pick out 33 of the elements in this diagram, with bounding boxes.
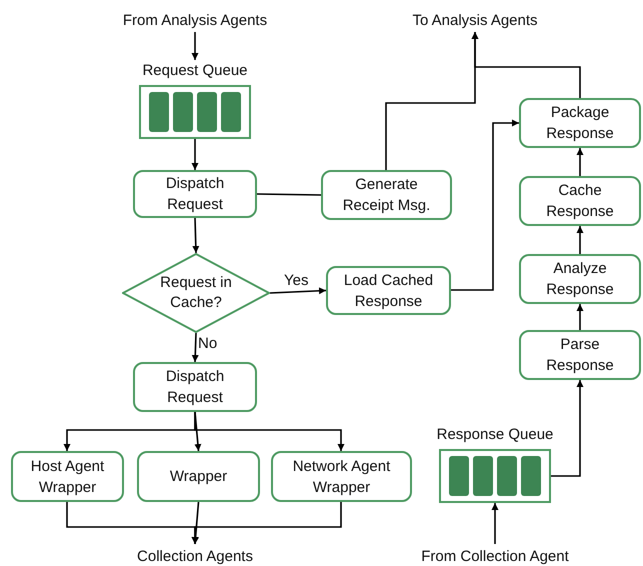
arrow: [576, 148, 584, 176]
arrow: [576, 226, 584, 254]
arrow: [192, 32, 198, 60]
arrow: [551, 380, 584, 477]
arrow: [492, 503, 498, 544]
flow-label: From Analysis Agents: [110, 8, 280, 32]
process-box: Generate Receipt Msg.: [321, 170, 452, 220]
arrow: [472, 32, 581, 98]
queue-heading: Response Queue: [436, 425, 554, 445]
process-box: Dispatch Request: [133, 170, 257, 218]
arrow: [192, 332, 199, 362]
process-box: Load Cached Response: [326, 266, 451, 315]
process-box: Analyze Response: [519, 254, 641, 304]
arrow: [194, 412, 344, 451]
decision-diamond: Request in Cache?: [122, 253, 270, 333]
process-box: Host Agent Wrapper: [11, 451, 124, 502]
queue-heading: Request Queue: [142, 61, 248, 81]
arrow: [270, 287, 326, 294]
process-box: Wrapper: [137, 451, 260, 502]
flow-label: To Analysis Agents: [395, 8, 555, 32]
arrow: [576, 304, 584, 330]
flow-label: From Collection Agent: [405, 544, 585, 566]
process-box: Parse Response: [519, 330, 641, 380]
process-box: Dispatch Request: [133, 362, 257, 412]
process-box: Package Response: [519, 98, 641, 148]
arrow: [192, 502, 342, 544]
process-box: Cache Response: [519, 176, 641, 226]
arrow: [192, 218, 200, 254]
arrow: [192, 139, 198, 170]
arrow: [451, 120, 519, 291]
process-box: Network Agent Wrapper: [271, 451, 412, 502]
arrow: [192, 502, 200, 544]
flow-label: Collection Agents: [110, 544, 280, 566]
